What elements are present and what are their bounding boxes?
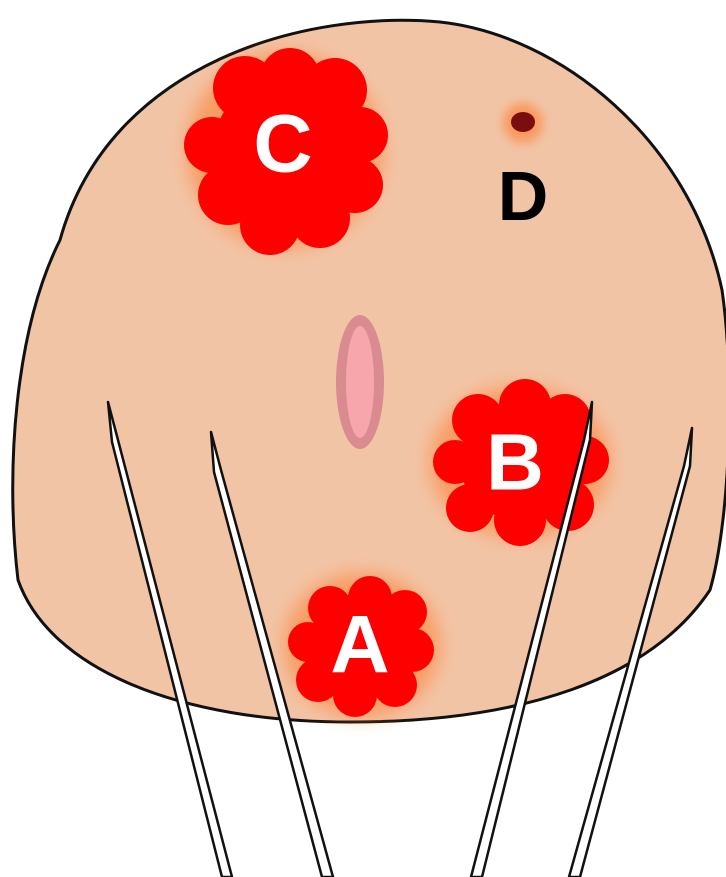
lesion-d: [503, 103, 543, 143]
lesion-label-b: B: [486, 418, 544, 507]
lesion-a: A: [284, 573, 440, 717]
lesion-label-d: D: [498, 157, 549, 235]
lesion-label-c: C: [253, 99, 312, 190]
lesion-label-a: A: [330, 600, 389, 691]
central-opening: [346, 326, 374, 438]
